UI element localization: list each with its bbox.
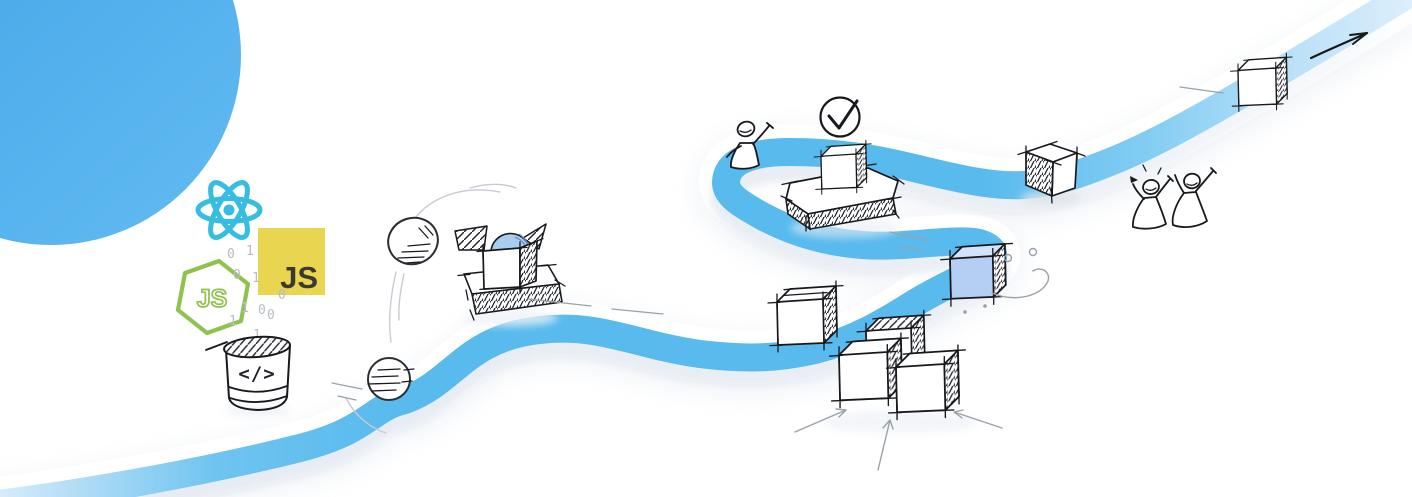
svg-text:1: 1 bbox=[241, 301, 249, 316]
svg-text:1: 1 bbox=[252, 271, 260, 286]
open-box-with-dome bbox=[454, 223, 566, 326]
swirl-doodle bbox=[963, 247, 1050, 314]
milestone-cube bbox=[1017, 140, 1086, 205]
box-shadow bbox=[462, 310, 558, 326]
react-orbit-3 bbox=[208, 180, 250, 240]
svg-text:1: 1 bbox=[246, 244, 254, 259]
nodejs-logo-label: JS bbox=[197, 285, 228, 313]
trash-code-label: </> bbox=[238, 363, 275, 385]
react-core-dot bbox=[223, 204, 235, 216]
javascript-logo-square bbox=[258, 228, 325, 295]
code-trash-can: </> bbox=[205, 335, 292, 417]
nodejs-hexagon bbox=[175, 258, 251, 336]
svg-text:1: 1 bbox=[229, 314, 237, 329]
sketch-arrows bbox=[794, 408, 1003, 471]
react-orbit-1 bbox=[195, 196, 263, 224]
javascript-logo: JS bbox=[258, 228, 325, 295]
check-circle bbox=[819, 96, 861, 138]
podium-platform bbox=[780, 163, 905, 238]
finish-arrow bbox=[1309, 31, 1369, 60]
cluster-cube-back bbox=[856, 309, 932, 381]
check-icon bbox=[827, 99, 859, 130]
lone-cube bbox=[767, 280, 844, 353]
javascript-logo-label: JS bbox=[280, 260, 318, 295]
svg-text:0: 0 bbox=[267, 308, 275, 323]
blue-gradient-circle bbox=[0, 0, 241, 245]
celebrating-figure-1 bbox=[1130, 175, 1174, 230]
svg-text:1: 1 bbox=[253, 328, 261, 343]
react-orbit-2 bbox=[208, 180, 250, 240]
trash-body bbox=[225, 344, 291, 411]
box-front-face bbox=[482, 247, 521, 290]
svg-text:0: 0 bbox=[233, 268, 241, 283]
svg-text:0: 0 bbox=[278, 288, 286, 303]
svg-text:0: 0 bbox=[227, 247, 235, 262]
falling-bits: 0 1 0 1 0 1 0 1 0 1 bbox=[227, 244, 286, 343]
rolling-ball bbox=[367, 357, 415, 401]
waving-figure bbox=[726, 120, 774, 170]
trash-rings bbox=[228, 385, 288, 403]
trash-lid-tick bbox=[205, 341, 228, 351]
trash-shadow bbox=[224, 405, 292, 417]
bouncing-ball bbox=[387, 216, 439, 266]
nodejs-logo: JS bbox=[175, 258, 251, 336]
cube-cluster bbox=[820, 309, 980, 434]
celebrating-figures bbox=[1130, 164, 1217, 230]
celebrating-figure-2 bbox=[1171, 167, 1217, 228]
svg-text:0: 0 bbox=[258, 303, 266, 318]
speed-lines bbox=[331, 86, 1224, 401]
react-logo bbox=[195, 180, 263, 240]
